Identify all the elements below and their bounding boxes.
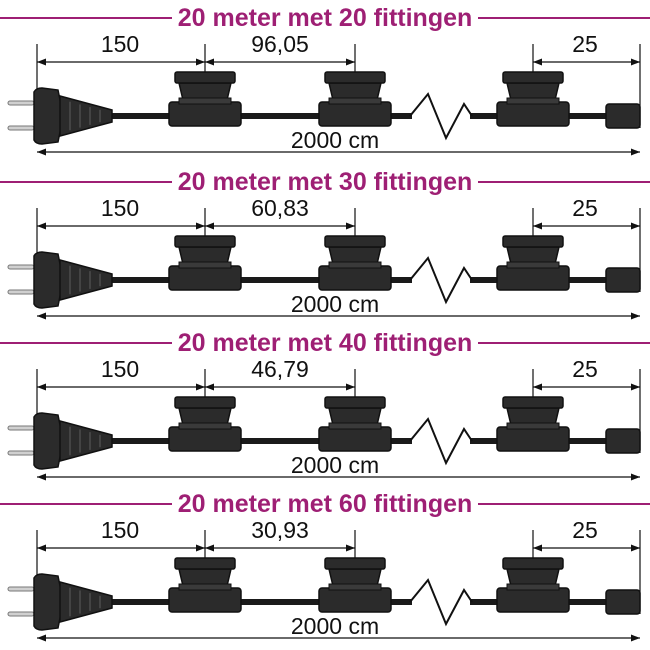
end-cap [605,589,641,615]
cable-diagram [0,181,650,320]
end-lead-dimension [533,58,640,66]
end-lead-label: 25 [572,195,598,221]
lamp-fitting [318,557,392,613]
panel-title: 20 meter met 40 fittingen [0,329,650,357]
panel-title: 20 meter met 20 fittingen [0,4,650,32]
total-length-dimension [37,473,640,481]
total-length-dimension [37,634,640,642]
spacing-label: 30,93 [251,517,309,543]
spacing-dimension [205,383,355,391]
plug [7,87,113,145]
spacing-label: 96,05 [251,31,309,57]
plug [7,412,113,470]
lamp-fitting [496,396,570,452]
panel-30-fittings: 20 meter met 30 fittingen 150 60,83 25 2… [0,164,650,326]
panel-60-fittings: 20 meter met 60 fittingen 150 30,93 25 2… [0,486,650,648]
end-cap [605,267,641,293]
total-length-dimension [37,312,640,320]
plug-lead-dimension [37,383,205,391]
plug-lead-label: 150 [100,517,140,543]
spacing-label: 46,79 [251,356,309,382]
lamp-fitting [496,71,570,127]
plug [7,573,113,631]
cable-diagram [0,342,650,481]
lamp-fitting [318,71,392,127]
cable-diagram [0,503,650,642]
panel-40-fittings: 20 meter met 40 fittingen 150 46,79 25 2… [0,325,650,487]
end-lead-dimension [533,383,640,391]
total-length-label: 2000 cm [290,127,380,153]
cable-break [409,92,473,141]
spacing-dimension [205,222,355,230]
plug-lead-label: 150 [100,31,140,57]
plug-lead-label: 150 [100,195,140,221]
end-lead-label: 25 [572,517,598,543]
cable-break [409,256,473,305]
plug-lead-dimension [37,544,205,552]
lamp-fitting [496,557,570,613]
end-lead-label: 25 [572,31,598,57]
lamp-fitting [168,71,242,127]
spacing-label: 60,83 [251,195,309,221]
cable-break [409,417,473,466]
end-cap [605,103,641,129]
end-cap [605,428,641,454]
end-lead-dimension [533,222,640,230]
plug-lead-label: 150 [100,356,140,382]
lamp-fitting [168,235,242,291]
panel-title: 20 meter met 60 fittingen [0,490,650,518]
lamp-fitting [168,396,242,452]
total-length-dimension [37,148,640,156]
lamp-fitting [168,557,242,613]
lamp-fitting [318,396,392,452]
cable-break [409,578,473,627]
total-length-label: 2000 cm [290,452,380,478]
plug-lead-dimension [37,58,205,66]
spacing-dimension [205,58,355,66]
spacing-dimension [205,544,355,552]
panel-20-fittings: 20 meter met 20 fittingen 150 96,05 25 2… [0,0,650,162]
end-lead-label: 25 [572,356,598,382]
plug-lead-dimension [37,222,205,230]
plug [7,251,113,309]
lamp-fitting [318,235,392,291]
total-length-label: 2000 cm [290,291,380,317]
panel-title: 20 meter met 30 fittingen [0,168,650,196]
cable-diagram [0,17,650,156]
lamp-fitting [496,235,570,291]
total-length-label: 2000 cm [290,613,380,639]
end-lead-dimension [533,544,640,552]
